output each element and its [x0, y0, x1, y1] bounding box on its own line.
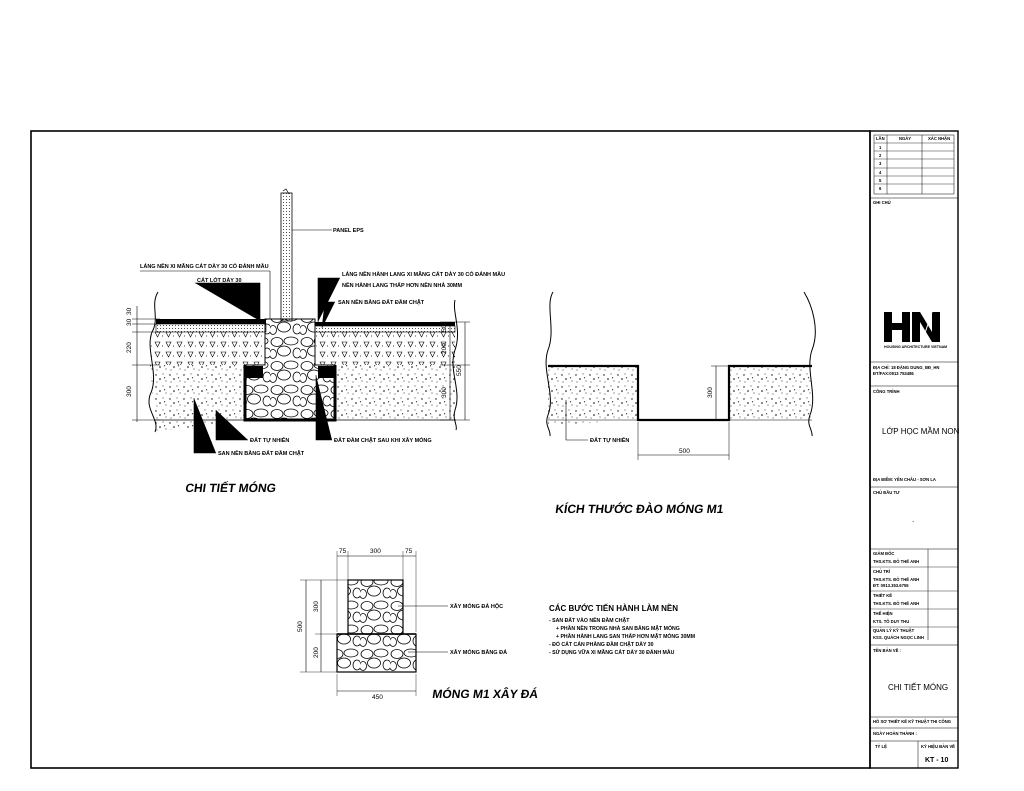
label-compacted-soil: ĐẤT ĐẦM CHẶT SAU KHI XÂY MÓNG [334, 436, 432, 444]
dim-m-500v: 500 [297, 621, 304, 632]
designer-name: THS.KTS. ĐỖ THẾ ANH [873, 601, 919, 606]
label-corridor-note: NỀN HÀNH LANG THẤP HƠN NỀN NHÀ 30MM [342, 282, 463, 289]
rev-header-no: LẦN [876, 136, 885, 141]
stone-foundation-detail: XÂY MÓNG ĐÁ HỘC XÂY MÓNG BẰNG ĐÁ 75 300 … [297, 548, 540, 701]
step-1: - SAN ĐẤT VÀO NỀN ĐẦM CHẶT [549, 617, 630, 624]
drawing-label: TÊN BẢN VẼ : [873, 648, 901, 653]
sheet-number: KT - 10 [925, 757, 948, 764]
dim-30b: 30 [126, 318, 133, 326]
steps-title: CÁC BƯỚC TIẾN HÀNH LÀM NỀN [549, 603, 678, 613]
excavation-detail: ĐẤT TỰ NHIÊN 300 500 KÍCH THƯỚC ĐÀO MÓNG… [545, 291, 816, 516]
chief-name: THS.KTS. ĐỖ THẾ ANH [873, 577, 919, 582]
step-4: - ĐỔ CÁT CÁN PHẲNG ĐẦM CHẶT DÀY 30 [549, 641, 654, 648]
dim-m-450: 450 [372, 694, 383, 701]
dim-m-300: 300 [370, 548, 381, 555]
dim-50: 50 [441, 324, 448, 332]
rev-row-3: 3 [879, 161, 882, 166]
project-location: ĐỊA ĐIỂM: YÊN CHÂU - SƠN LA [873, 477, 936, 482]
label-floor-mortar: LÁNG NỀN XI MĂNG CÁT DÀY 30 CÓ ĐÁNH MẦU [140, 262, 269, 270]
label-sand-lining: CÁT LÓT DÀY 30 [197, 276, 242, 284]
dim-300-right: 300 [441, 387, 448, 398]
dim-30a: 30 [126, 307, 133, 315]
qa-label: QUẢN LÝ KỸ THUẬT [873, 628, 915, 633]
designer-label: THIẾT KẾ [873, 593, 892, 598]
director-label: GIÁM ĐỐC [873, 551, 894, 556]
project-name: LỚP HỌC MẦM NON [882, 426, 960, 436]
dim-550: 550 [456, 365, 463, 376]
rev-row-2: 2 [879, 153, 882, 158]
logo-subtitle: HOUSING ARCHITECTURE VIETNAM [884, 345, 947, 349]
dim-m-75b: 75 [405, 548, 413, 555]
investor-label: CHỦ ĐẦU TƯ [873, 490, 900, 495]
title-foundation-detail: CHI TIẾT MÓNG [184, 480, 277, 495]
director-name: THS.KTS. ĐỖ THẾ ANH [873, 559, 919, 564]
dim-220: 220 [126, 342, 133, 353]
chief-label: CHỦ TRÌ [873, 569, 890, 574]
company-address: ĐỊA CHỈ: 18 ĐẶNG DUNG_BĐ_HN [873, 365, 939, 370]
left-dimensions [132, 306, 160, 422]
label-level-soil-left: SAN NỀN BẰNG ĐẤT ĐẦM CHẶT [218, 449, 305, 457]
foundation-detail: PANEL EPS LÁNG NỀN XI MĂNG CÁT DÀY 30 CÓ… [126, 188, 505, 495]
rev-row-1: 1 [879, 145, 882, 150]
dim-300: 300 [126, 386, 133, 397]
step-2: + PHẦN NỀN TRONG NHÀ SAN BẰNG MẶT MÓNG [556, 624, 680, 632]
drafter-label: THỂ HIỆN [873, 611, 893, 616]
rev-header-date: NGÀY [899, 136, 911, 141]
completion-date-label: NGÀY HOÀN THÀNH : [873, 731, 917, 736]
label-stone-plate: XÂY MÓNG BẰNG ĐÁ [450, 648, 507, 656]
drawing-name: CHI TIẾT MÓNG [888, 682, 948, 692]
label-corridor-mortar: LÁNG NỀN HÀNH LANG XI MĂNG CÁT DÀY 30 CÓ… [342, 270, 505, 278]
right-dimensions [440, 321, 470, 421]
label-panel-eps: PANEL EPS [333, 228, 364, 234]
qa-name: KSS. QUÁCH NGỌC LINH [873, 635, 924, 640]
step-3: + PHẦN HÀNH LANG SAN THẤP HƠN MẶT MÓNG 3… [556, 632, 695, 640]
dim-m-75a: 75 [339, 548, 347, 555]
project-label: CÔNG TRÌNH [873, 389, 900, 394]
drafter-name: KTS. TÔ DUY THU [873, 619, 909, 624]
step-5: - SỬ DỤNG VỮA XI MĂNG CÁT DÀY 30 ĐÁNH MẦ… [549, 649, 675, 656]
title-block: LẦN NGÀY XÁC NHẬN 1 2 3 4 5 6 GHI CHÚ HO… [869, 130, 960, 769]
company-logo: HOUSING ARCHITECTURE VIETNAM [884, 311, 947, 349]
rev-row-5: 5 [879, 178, 882, 183]
label-rubble-stone: XÂY MÓNG ĐÁ HỘC [450, 602, 503, 610]
title-excavation: KÍCH THƯỚC ĐÀO MÓNG M1 [554, 501, 724, 516]
dim-m-300v: 300 [313, 601, 320, 612]
rev-row-6: 6 [879, 186, 882, 191]
chief-phone: ĐT: 0913.353.6755 [873, 583, 909, 588]
rev-header-approval: XÁC NHẬN [928, 136, 950, 141]
design-stage: HỒ SƠ THIẾT KẾ KỸ THUẬT THI CÔNG [873, 719, 951, 724]
dim-ex-500: 500 [679, 448, 690, 455]
company-phone: ĐT/FAX:0913 753486 [873, 371, 914, 376]
label-natural-soil: ĐẤT TỰ NHIÊN [250, 436, 289, 444]
sheet-border [30, 130, 871, 769]
rev-row-4: 4 [879, 170, 882, 175]
label-level-soil-right: SAN NỀN BẰNG ĐẤT ĐẦM CHẶT [338, 298, 425, 306]
scale-label: TỶ LỆ [875, 744, 887, 749]
dim-m-200v: 200 [313, 647, 320, 658]
dim-200: 200 [441, 343, 448, 354]
investor-mark: . [912, 515, 914, 524]
notes-label: GHI CHÚ [873, 200, 891, 205]
dim-ex-300: 300 [707, 387, 714, 398]
construction-steps: CÁC BƯỚC TIẾN HÀNH LÀM NỀN - SAN ĐẤT VÀO… [549, 603, 695, 656]
sheet-number-label: KÝ HIỆU BẢN VẼ [921, 744, 955, 749]
label-natural-soil-excavation: ĐẤT TỰ NHIÊN [590, 436, 629, 444]
title-stone-foundation: MÓNG M1 XÂY ĐÁ [431, 686, 539, 701]
